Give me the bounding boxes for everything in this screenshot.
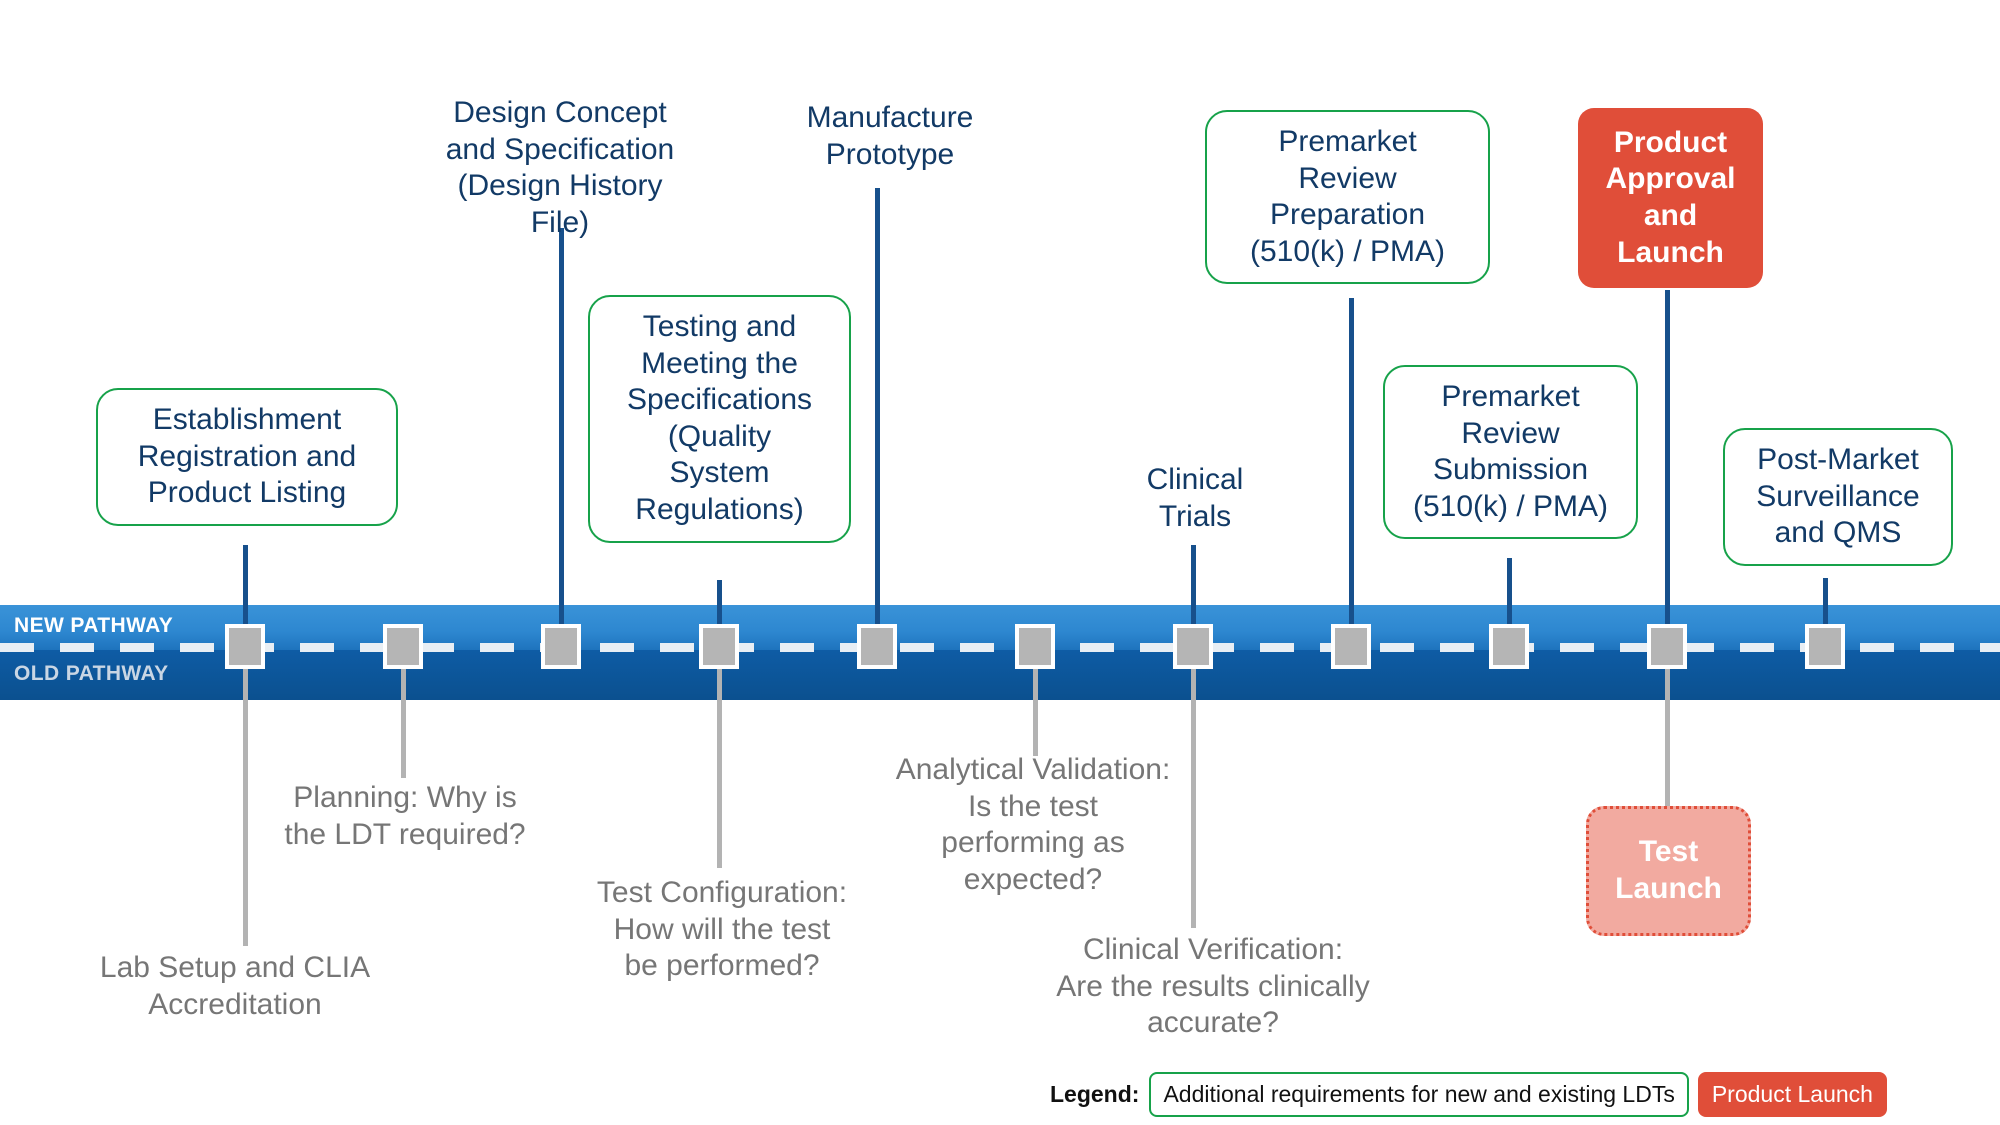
new-pathway-label: NEW PATHWAY	[14, 614, 174, 637]
connector-premarket-prep	[1349, 298, 1354, 628]
connector-lab-setup	[243, 668, 248, 946]
connector-planning	[401, 668, 406, 778]
pathway-node-7[interactable]	[1173, 624, 1213, 669]
connector-clinical-verification	[1191, 668, 1196, 928]
legend: Legend: Additional requirements for new …	[1050, 1072, 1887, 1117]
connector-clinical-trials	[1191, 545, 1196, 628]
connector-test-launch	[1665, 668, 1670, 810]
connector-design-concept	[559, 228, 564, 628]
legend-additional-requirements: Additional requirements for new and exis…	[1149, 1072, 1689, 1117]
connector-post-market	[1823, 578, 1828, 628]
old-pathway-label: OLD PATHWAY	[14, 662, 169, 685]
connector-manufacture	[875, 188, 880, 628]
pathway-node-1[interactable]	[225, 624, 265, 669]
pathway-node-9[interactable]	[1489, 624, 1529, 669]
pathway-node-5[interactable]	[857, 624, 897, 669]
pathway-node-8[interactable]	[1331, 624, 1371, 669]
pathway-node-2[interactable]	[383, 624, 423, 669]
pathway-node-3[interactable]	[541, 624, 581, 669]
pathway-node-10[interactable]	[1647, 624, 1687, 669]
connector-analytical-validation	[1033, 668, 1038, 756]
label-clinical-verification[interactable]: Clinical Verification:Are the results cl…	[1056, 933, 1370, 1040]
pathway-node-6[interactable]	[1015, 624, 1055, 669]
legend-product-launch: Product Launch	[1697, 1072, 1887, 1117]
pathway-divider-dashes	[0, 643, 2000, 652]
legend-title: Legend:	[1050, 1081, 1140, 1107]
connector-premarket-sub	[1507, 558, 1512, 628]
connector-test-config	[717, 668, 722, 868]
connector-establishment	[243, 545, 248, 627]
old-pathway-band	[0, 650, 2000, 700]
connector-product-approval	[1665, 290, 1670, 628]
connector-testing	[717, 580, 722, 628]
pathway-node-11[interactable]	[1805, 624, 1845, 669]
pathway-node-4[interactable]	[699, 624, 739, 669]
